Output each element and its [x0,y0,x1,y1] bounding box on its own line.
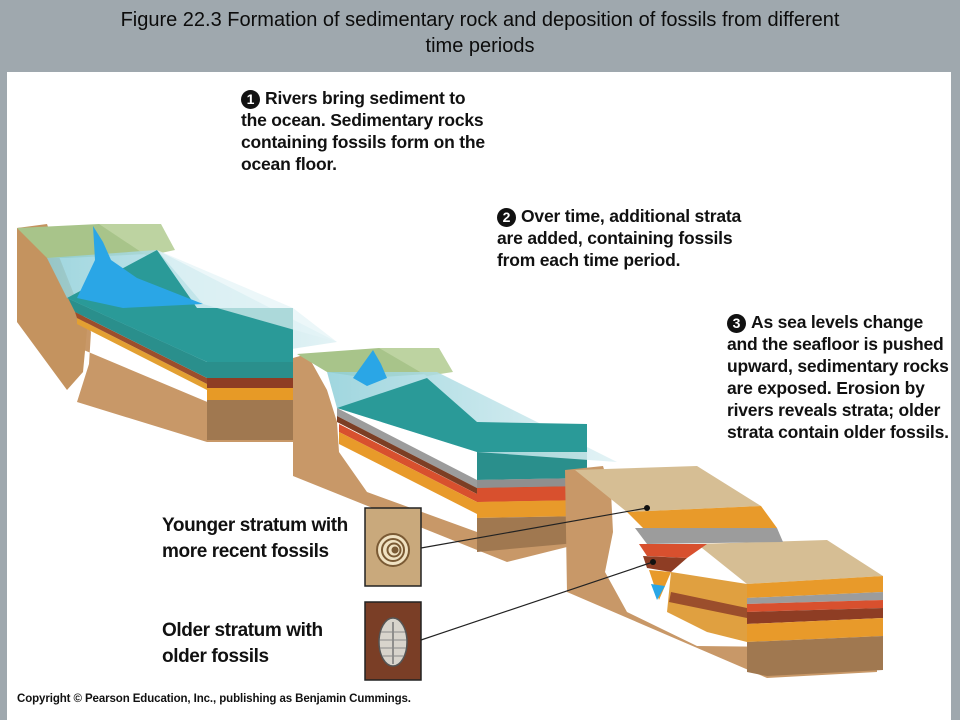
block-1 [17,224,337,442]
block-3-stratum-orange-a [627,506,777,532]
older-pointer-line [420,561,654,641]
younger-stratum-label: Younger stratum with more recent fossils [162,515,348,562]
fossil-older [364,601,422,681]
fossil-younger [364,507,422,587]
block-2-river-plume [353,350,387,386]
block-3-river [651,584,665,600]
block-1-front-layer-2 [207,388,293,400]
block-2-front-water [477,452,587,480]
step-3-caption: As sea levels change and the seafloor is… [727,312,949,442]
block-3-right-sand [697,540,883,584]
block-2 [293,348,617,562]
block-2-front-layer-orange [477,500,587,518]
block-1-front-layer-1 [207,378,293,388]
block-3-stratum-gray-a [635,528,783,544]
block-3-stratum-orange-c [747,618,883,642]
step-2-caption: Over time, additional strata are added, … [497,206,742,270]
trilobite-fossil-icon [378,617,408,667]
younger-pointer-line [420,507,648,549]
copyright-notice: Copyright © Pearson Education, Inc., pub… [17,693,411,705]
block-1-side [17,226,293,442]
block-1-stratum-orange [77,318,293,390]
block-3-top-sand [575,466,761,512]
block-3-valley [649,570,671,600]
block-2-front-layer-gray [477,478,587,488]
block-1-cliff [17,224,87,390]
block-1-stratum-water [67,296,293,378]
block-1-river-plume [77,226,203,308]
block-1-land-ridge [99,224,175,256]
sedimentation-diagram [17,224,883,681]
figure-panel: 1 Rivers bring sediment to the ocean. Se… [7,72,951,720]
block-1-stratum-brown [75,312,293,384]
block-3-base [747,636,883,676]
block-2-front-base [477,516,587,552]
block-3-stratum-brown-b [747,608,883,624]
block-2-deep-water [337,378,587,452]
block-2-land-ridge [379,348,453,376]
step-2-badge: 2 [497,208,516,227]
younger-pointer-dot [644,505,650,511]
ammonite-fossil-icon [376,533,410,567]
step-1-caption: Rivers bring sediment to the ocean. Sedi… [241,88,485,174]
block-3-stratum-orange-b [747,576,883,598]
page-title: Figure 22.3 Formation of sedimentary roc… [120,9,840,57]
block-2-front-layer-red [477,486,587,502]
block-1-front-base [207,400,293,440]
block-1-sea-surface [157,250,337,342]
block-3-stratum-brown-a [643,556,687,572]
older-stratum-label: Older stratum with older fossils [162,620,323,667]
step-3-badge: 3 [727,314,746,333]
block-3 [565,466,883,678]
step-1-badge: 1 [241,90,260,109]
older-pointer-dot [650,559,656,565]
block-3-stratum-red-a [639,544,707,558]
block-3-slope-band [669,592,747,618]
